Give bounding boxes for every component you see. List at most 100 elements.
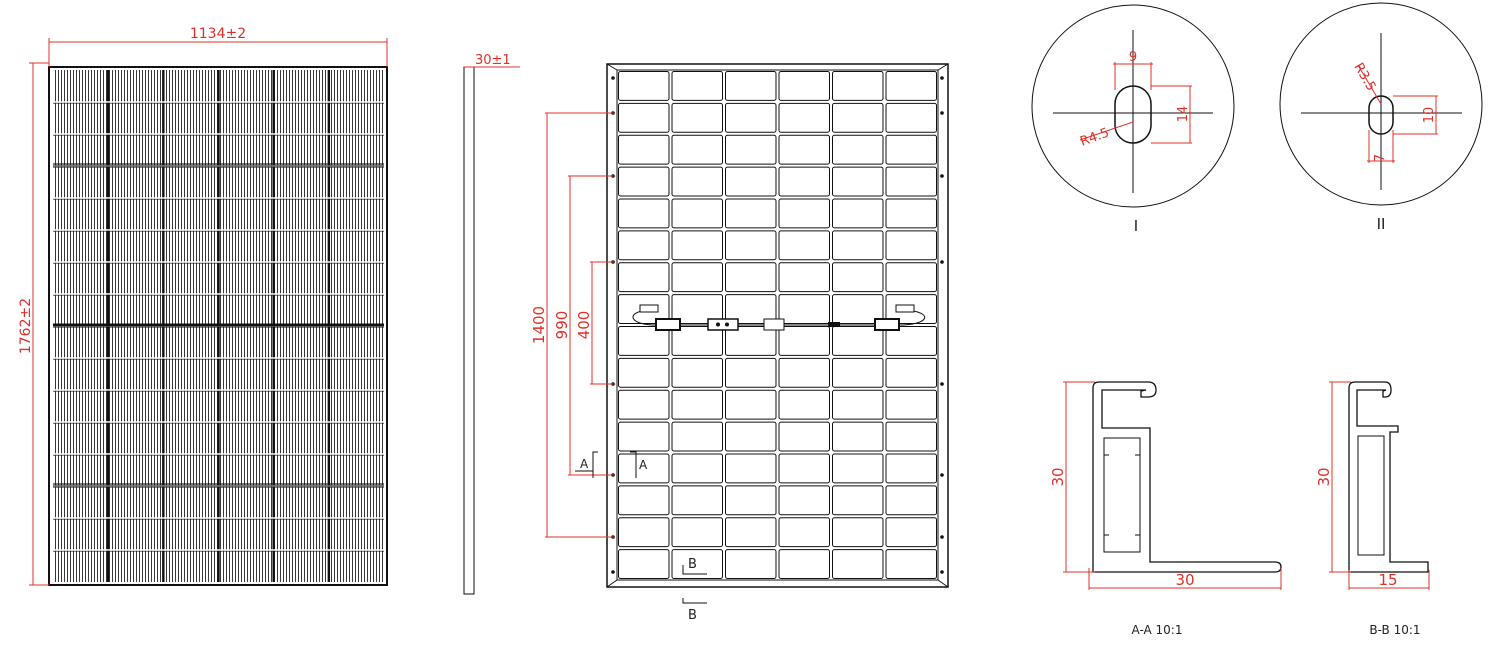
section-b-marker: B B xyxy=(682,557,707,623)
back-cell xyxy=(778,134,830,165)
back-cell xyxy=(885,389,937,420)
mounting-hole xyxy=(940,570,944,574)
mounting-hole xyxy=(611,76,615,80)
back-cell xyxy=(725,453,777,484)
back-cell xyxy=(885,453,937,484)
back-cell xyxy=(832,549,884,579)
back-cell xyxy=(832,102,884,133)
back-cell xyxy=(832,357,884,388)
section-b-top-label: B xyxy=(688,557,697,572)
back-cell xyxy=(671,262,723,293)
front-view: 1134±2 1762±2 xyxy=(18,26,388,586)
connector-left xyxy=(639,304,659,313)
back-cell xyxy=(832,198,884,229)
junction-box-right xyxy=(874,318,900,331)
back-cell xyxy=(725,71,777,101)
section-bb-title: B-B 10:1 xyxy=(1369,623,1420,637)
back-cell xyxy=(671,421,723,452)
back-cell xyxy=(671,453,723,484)
back-dim-990: 990 xyxy=(553,175,614,476)
detail-1-radius-label: R4.5 xyxy=(1078,125,1111,149)
detail-1-circle xyxy=(1031,4,1235,208)
back-cell xyxy=(671,102,723,133)
back-dim-990-label: 990 xyxy=(553,311,571,340)
detail-2: R3.5 10 7 II xyxy=(1279,2,1483,233)
back-cell xyxy=(725,357,777,388)
back-cell xyxy=(832,326,884,356)
back-dim-1400-label: 1400 xyxy=(530,306,548,344)
back-cell xyxy=(618,230,670,261)
small-connector xyxy=(828,322,840,327)
mounting-hole xyxy=(611,570,615,574)
back-cell xyxy=(671,166,723,197)
back-cell xyxy=(832,453,884,484)
back-cell xyxy=(618,102,670,133)
back-cell xyxy=(778,549,830,579)
section-aa-profile xyxy=(1092,381,1282,573)
back-cell xyxy=(885,102,937,133)
back-cell xyxy=(832,134,884,165)
front-height-label: 1762±2 xyxy=(18,298,34,354)
junction-box-left xyxy=(655,318,681,331)
back-cell xyxy=(725,166,777,197)
back-cell xyxy=(618,421,670,452)
back-cell xyxy=(832,262,884,293)
back-cell xyxy=(885,517,937,548)
back-cell-grid xyxy=(618,71,937,579)
section-bb-profile xyxy=(1348,381,1429,573)
back-cell xyxy=(671,549,723,579)
back-cell xyxy=(885,262,937,293)
back-cell xyxy=(778,71,830,101)
detail-2-title: II xyxy=(1377,215,1386,233)
back-cell xyxy=(832,71,884,101)
back-cell xyxy=(832,230,884,261)
back-cell xyxy=(725,485,777,516)
side-thickness-label: 30±1 xyxy=(475,53,511,68)
back-cell xyxy=(885,357,937,388)
front-cell-grid xyxy=(53,70,384,582)
back-cell xyxy=(725,262,777,293)
back-cell xyxy=(671,71,723,101)
back-cell xyxy=(725,230,777,261)
back-cell xyxy=(885,421,937,452)
back-dim-1400: 1400 xyxy=(530,112,614,538)
back-cell xyxy=(618,71,670,101)
back-cell xyxy=(671,294,723,324)
section-a-right-label: A xyxy=(639,458,648,472)
back-cell xyxy=(618,262,670,293)
back-cell xyxy=(671,326,723,356)
mounting-hole xyxy=(940,535,944,539)
back-cell xyxy=(778,166,830,197)
side-profile xyxy=(463,66,475,595)
back-cell xyxy=(725,326,777,356)
section-bb-width-label: 15 xyxy=(1378,571,1397,589)
mounting-hole xyxy=(940,382,944,386)
back-cell xyxy=(618,549,670,579)
back-cell xyxy=(885,485,937,516)
back-cell xyxy=(671,485,723,516)
back-cell xyxy=(778,357,830,388)
back-cell xyxy=(778,517,830,548)
back-outer-frame xyxy=(606,63,949,588)
front-width-label: 1134±2 xyxy=(190,26,246,42)
section-bb: 30 15 B-B 10:1 xyxy=(1315,381,1430,637)
back-cell xyxy=(671,357,723,388)
back-inner-frame xyxy=(616,69,939,581)
back-cell xyxy=(885,198,937,229)
back-cell xyxy=(885,230,937,261)
back-cell xyxy=(618,485,670,516)
back-cell xyxy=(832,421,884,452)
back-cell xyxy=(885,326,937,356)
back-cell xyxy=(618,389,670,420)
section-aa: 30 30 A-A 10:1 xyxy=(1049,381,1282,637)
back-cell xyxy=(832,389,884,420)
detail-1-height-label: 14 xyxy=(1176,106,1191,123)
back-cell xyxy=(618,166,670,197)
mounting-hole xyxy=(940,473,944,477)
back-cell xyxy=(618,453,670,484)
detail-2-slot xyxy=(1368,95,1394,135)
back-cell xyxy=(725,134,777,165)
back-cell xyxy=(885,549,937,579)
detail-1-title: I xyxy=(1134,217,1138,235)
